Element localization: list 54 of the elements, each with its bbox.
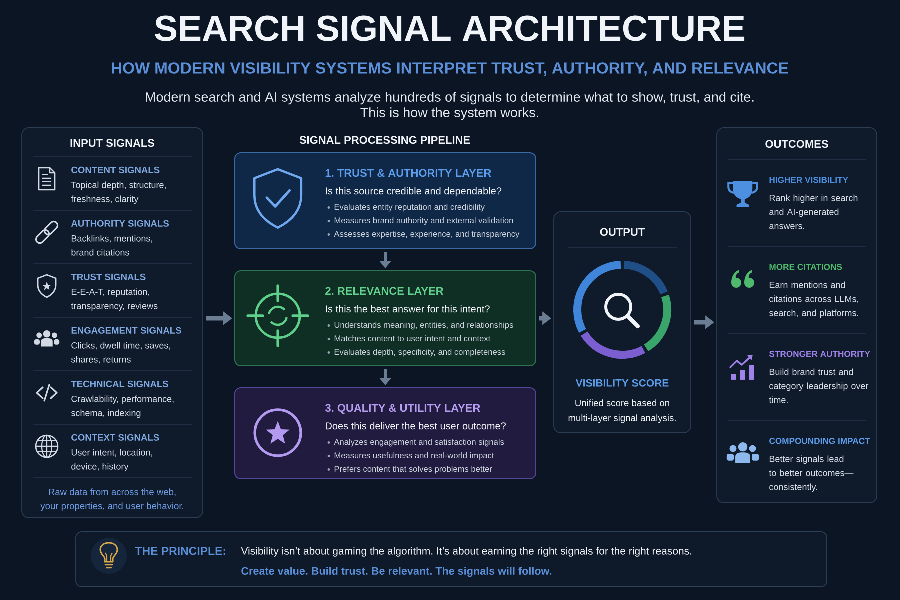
item-heading: CONTEXT SIGNALS xyxy=(72,434,160,441)
subtitle: HOW MODERN VISIBILITY SYSTEMS INTERPRET TRUST, AUTHORITY, AND RELEVANCE xyxy=(112,62,788,76)
layer-box xyxy=(234,270,536,366)
layer-question: Does this deliver the best user outcome? xyxy=(326,422,506,430)
layer-heading: 2. RELEVANCE LAYER xyxy=(326,287,444,296)
output-panel xyxy=(554,212,692,434)
item-heading: HIGHER VISIBILITY xyxy=(770,177,848,184)
bullet-text: Understands meaning, entities, and relationships xyxy=(334,322,514,330)
title: SEARCH SIGNAL ARCHITECTURE xyxy=(155,16,745,42)
bullet-text: Prefers content that solves problems better xyxy=(334,466,492,474)
bullet-text: Matches content to user intent and context xyxy=(334,335,491,342)
side-panel xyxy=(22,128,204,518)
bullet-text: Measures usefulness and real-world impact xyxy=(334,452,494,460)
panel-note: Raw data from across the web, your properties, and user behavior. xyxy=(40,488,184,512)
layer-heading: 1. TRUST & AUTHORITY LAYER xyxy=(326,169,492,178)
principle-box xyxy=(76,532,828,588)
panel-heading: OUTCOMES xyxy=(766,140,828,148)
principle-text: Visibility isn’t about gaming the algorithm. It’s about earning the right signals for the right reasons. xyxy=(241,547,692,557)
item-text: Crawlability, performance, schema, indexing xyxy=(71,396,174,418)
item-heading: TRUST SIGNALS xyxy=(71,274,146,280)
layer-heading: 3. QUALITY & UTILITY LAYER xyxy=(325,404,480,414)
item-heading: CONTENT SIGNALS xyxy=(72,166,160,174)
item-text: Better signals lead to better outcomes—consistently. xyxy=(769,456,854,492)
item-text: Earn mentions and citations across LLMs, search, and platforms. xyxy=(769,282,858,318)
item-heading: TECHNICAL SIGNALS xyxy=(71,380,168,388)
item-text: Backlinks, mentions, brand citations xyxy=(72,235,152,256)
item-heading: AUTHORITY SIGNALS xyxy=(71,220,169,227)
item-text: Rank higher in search and AI-generated answers. xyxy=(770,194,858,230)
panel-heading: INPUT SIGNALS xyxy=(70,139,155,148)
bullet-text: Evaluates depth, specificity, and completeness xyxy=(334,348,506,357)
item-heading: COMPOUNDING IMPACT xyxy=(770,438,870,444)
item-text: E-E-A-T, reputation, transparency, reviews xyxy=(71,288,158,312)
score-title: VISIBILITY SCORE xyxy=(576,379,669,387)
bullet-text: Assesses expertise, experience, and transparency xyxy=(334,230,520,239)
layer-question: Is this source credible and dependable? xyxy=(326,187,502,197)
item-heading: ENGAGEMENT SIGNALS xyxy=(72,327,182,334)
item-text: Clicks, dwell time, saves, shares, returns xyxy=(71,342,170,364)
panel-heading: OUTPUT xyxy=(600,228,645,236)
principle-motto: Create value. Build trust. Be relevant. The signals will follow. xyxy=(242,567,552,578)
item-heading: MORE CITATIONS xyxy=(770,264,842,270)
bullet-text: Evaluates entity reputation and credibility xyxy=(334,204,486,212)
bullet-text: Measures brand authority and external validation xyxy=(334,217,514,226)
bullet-text: Analyzes engagement and satisfaction signals xyxy=(334,438,504,447)
layer-box xyxy=(234,387,536,480)
layer-box xyxy=(234,152,536,250)
item-text: Build brand trust and category leadership over time. xyxy=(769,368,869,404)
item-text: User intent, location, device, history xyxy=(72,449,152,472)
layer-question: Is this the best answer for this intent? xyxy=(326,305,490,313)
intro-text: Modern search and AI systems analyze hundreds of signals to determine what to show, trust, and cite. This is how the system works. xyxy=(146,92,754,120)
score-text: Unified score based on multi-layer signal analysis. xyxy=(568,400,676,424)
item-text: Topical depth, structure, freshness, clarity xyxy=(71,182,166,204)
side-panel xyxy=(716,128,878,504)
item-heading: STRONGER AUTHORITY xyxy=(769,351,870,358)
principle-label: THE PRINCIPLE: xyxy=(135,547,226,556)
